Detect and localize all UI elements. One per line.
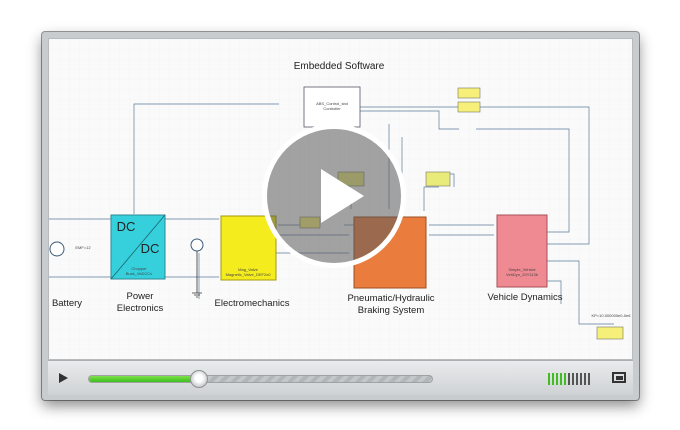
vehicle-dynamics-block <box>496 214 548 288</box>
controller-block <box>303 86 361 128</box>
big-play-button[interactable] <box>262 124 406 268</box>
controller-label: ABS_Control_sbd Controller <box>316 101 348 111</box>
progress-bar[interactable] <box>88 370 433 388</box>
video-player: Embedded Software ABS_Control_sbd Contro… <box>42 32 639 400</box>
vehicle-sub-label: Simple_Vehicle VehDyn_20Y113b <box>506 267 538 277</box>
play-button[interactable] <box>54 369 72 387</box>
volume-bar <box>588 373 590 385</box>
video-screen[interactable]: Embedded Software ABS_Control_sbd Contro… <box>48 38 633 360</box>
electromechanics-block <box>220 215 277 281</box>
volume-control[interactable] <box>548 372 592 385</box>
volume-bar <box>568 373 570 385</box>
fullscreen-button[interactable] <box>611 370 629 386</box>
volume-bar <box>556 373 558 385</box>
emf-label: EMF=12 <box>75 245 91 250</box>
volume-bar <box>560 373 562 385</box>
function-block <box>457 87 481 99</box>
power-electronics-label: Power Electronics <box>116 291 164 314</box>
volume-bar <box>564 373 566 385</box>
vehicle-dynamics-label: Vehicle Dynamics <box>487 292 563 303</box>
function-block <box>457 101 481 113</box>
simulation-diagram <box>49 39 632 359</box>
electromechanics-label: Electromechanics <box>214 298 290 309</box>
braking-system-label: Pneumatic/Hydraulic Braking System <box>347 293 435 316</box>
sensor-icon <box>190 238 204 252</box>
play-icon <box>321 169 364 223</box>
volume-bar <box>572 373 574 385</box>
dc-top-label: DC <box>116 219 136 234</box>
function-block <box>596 326 624 340</box>
battery-source-icon <box>49 241 65 257</box>
volume-bar <box>576 373 578 385</box>
volume-bar <box>580 373 582 385</box>
volume-bar <box>584 373 586 385</box>
control-bar <box>48 360 633 395</box>
chopper-label: Chopper Buck_VeDCCv <box>125 266 153 276</box>
progress-fill <box>89 376 199 382</box>
scrub-handle[interactable] <box>189 370 208 388</box>
function-block <box>425 171 451 187</box>
volume-bar <box>548 373 550 385</box>
dc-bottom-label: DC <box>140 241 160 256</box>
kp-label: KP=10.000000e0-0e6 <box>591 313 631 318</box>
volume-bar <box>552 373 554 385</box>
magvalve-label: Mag_Valve Magnetic_Valve_DEF2x0 <box>225 267 271 277</box>
diagram-title: Embedded Software <box>293 61 385 72</box>
battery-label: Battery <box>51 298 83 309</box>
